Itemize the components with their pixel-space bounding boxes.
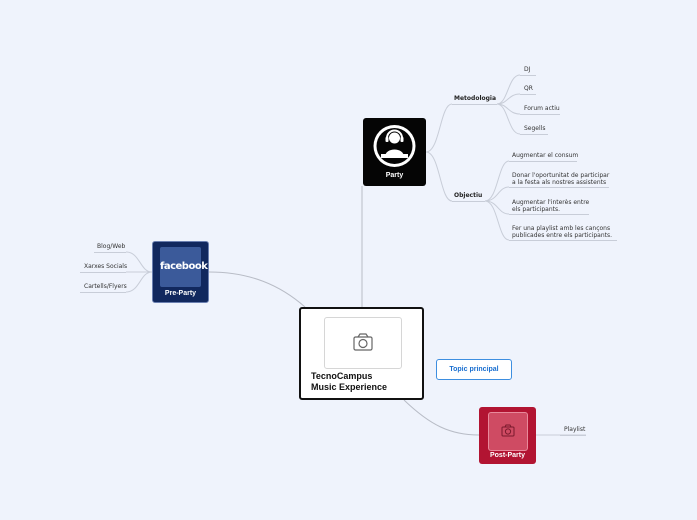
central-image-placeholder xyxy=(324,317,402,369)
topic-principal-node[interactable]: Topic principal xyxy=(436,359,512,380)
post-party-image-placeholder xyxy=(488,412,528,451)
underline xyxy=(509,214,589,215)
item-xarxes-socials[interactable]: Xarxes Socials xyxy=(84,263,128,270)
item-cartells-flyers[interactable]: Cartells/Flyers xyxy=(84,283,127,290)
underline xyxy=(80,272,126,273)
underline xyxy=(94,252,126,253)
branch-objectiu[interactable]: Objectiu xyxy=(454,192,483,199)
item-forum-actiu[interactable]: Forum actiu xyxy=(524,105,560,112)
underline xyxy=(452,201,485,202)
underline xyxy=(520,114,560,115)
item-segells[interactable]: Segells xyxy=(524,125,546,132)
item-dj[interactable]: DJ xyxy=(524,66,531,73)
underline xyxy=(560,435,586,436)
party-label: Party xyxy=(385,172,404,179)
underline xyxy=(520,75,536,76)
item-augmentar-consum[interactable]: Augmentar el consum xyxy=(512,152,579,159)
item-qr[interactable]: QR xyxy=(524,85,533,92)
item-donar-oportunitat[interactable]: Donar l'oportunitat de participar a la f… xyxy=(512,172,610,186)
underline xyxy=(509,161,577,162)
underline xyxy=(80,292,126,293)
underline xyxy=(509,240,617,241)
item-augmentar-interes[interactable]: Augmentar l'interès entre els participan… xyxy=(512,199,590,213)
post-party-label: Post-Party xyxy=(489,452,525,459)
post-party-node[interactable]: Post-Party xyxy=(479,407,536,464)
branch-metodologia[interactable]: Metodologia xyxy=(454,95,497,102)
underline xyxy=(520,134,548,135)
camera-icon xyxy=(353,333,373,351)
central-title: TecnoCampus Music Experience xyxy=(311,371,388,392)
camera-icon xyxy=(501,424,515,437)
underline xyxy=(509,187,609,188)
underline xyxy=(452,104,497,105)
item-fer-playlist[interactable]: Fer una playlist amb les cançons publica… xyxy=(512,225,613,239)
central-topic[interactable]: TecnoCampus Music Experience xyxy=(299,307,424,400)
facebook-logo-icon: facebook xyxy=(160,247,208,287)
pre-party-label: Pre-Party xyxy=(164,290,197,297)
dj-icon xyxy=(373,125,416,167)
party-node[interactable]: Party xyxy=(363,118,426,186)
underline xyxy=(520,94,536,95)
pre-party-node[interactable]: facebook Pre-Party xyxy=(152,241,209,303)
item-playlist[interactable]: Playlist xyxy=(564,426,586,433)
item-blog-web[interactable]: Blog/Web xyxy=(97,243,126,250)
